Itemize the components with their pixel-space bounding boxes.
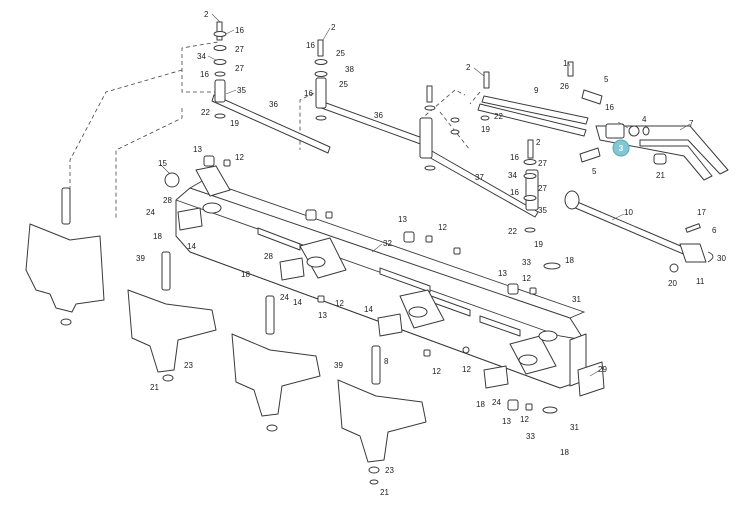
callout-label: 28 [264, 252, 273, 261]
callout-label: 12 [432, 367, 441, 376]
callout-label: 26 [560, 82, 569, 91]
pads [177, 207, 509, 389]
callout-label: 9 [534, 86, 539, 95]
callout-label: 2 [331, 23, 336, 32]
fork-arm [579, 89, 729, 181]
callout-label: 1 [563, 59, 568, 68]
bushings [164, 155, 561, 414]
callout-label: 33 [522, 258, 531, 267]
callout-label: 4 [642, 115, 647, 124]
callout-label: 12 [522, 274, 531, 283]
callout-label: 30 [717, 254, 726, 263]
callout-label: 16 [306, 41, 315, 50]
callout-label: 21 [380, 488, 389, 497]
callout-label: 13 [318, 311, 327, 320]
callout-label: 18 [565, 256, 574, 265]
callout-label: 19 [230, 119, 239, 128]
callout-label: 2 [466, 63, 471, 72]
callout-label: 12 [235, 153, 244, 162]
callout-label: 28 [163, 196, 172, 205]
callout-label: 23 [385, 466, 394, 475]
callout-label: 11 [696, 277, 705, 286]
callout-label: 34 [508, 171, 517, 180]
callout-label: 20 [668, 279, 677, 288]
callout-label: 13 [502, 417, 511, 426]
callout-label: 18 [241, 270, 250, 279]
callout-label: 34 [197, 52, 206, 61]
callout-label: 25 [339, 80, 348, 89]
callout-label: 2 [536, 138, 541, 147]
callout-label: 19 [481, 125, 490, 134]
callout-label: 17 [697, 208, 706, 217]
callout-label: 36 [269, 100, 278, 109]
callout-label: 15 [158, 159, 167, 168]
callout-label: 14 [364, 305, 373, 314]
callout-label: 22 [494, 112, 503, 121]
callout-label: 33 [526, 432, 535, 441]
highlighted-part-3[interactable]: 3 [612, 139, 630, 157]
callout-label: 10 [624, 208, 633, 217]
callout-label: 36 [374, 111, 383, 120]
callout-label: 25 [336, 49, 345, 58]
callout-label: 32 [383, 239, 392, 248]
callout-label: 39 [334, 361, 343, 370]
callout-label: 27 [538, 184, 547, 193]
callout-label: 31 [570, 423, 579, 432]
callout-label: 2 [204, 10, 209, 19]
callout-label: 24 [280, 293, 289, 302]
callout-label: 38 [345, 65, 354, 74]
highlight-marker[interactable] [612, 139, 630, 157]
callout-label: 13 [498, 269, 507, 278]
callout-label: 27 [235, 45, 244, 54]
callout-label: 5 [592, 167, 597, 176]
callout-label: 5 [604, 75, 609, 84]
callout-label: 12 [462, 365, 471, 374]
callout-label: 27 [538, 159, 547, 168]
callout-label: 13 [193, 145, 202, 154]
callout-label: 18 [476, 400, 485, 409]
callout-label: 14 [187, 242, 196, 251]
callout-label: 16 [200, 70, 209, 79]
callout-label: 18 [153, 232, 162, 241]
callout-label: 35 [237, 86, 246, 95]
callout-label: 13 [398, 215, 407, 224]
shaft [564, 190, 714, 273]
callout-label: 6 [712, 226, 717, 235]
wheel-brackets [25, 187, 427, 485]
dashed-connectors [69, 41, 481, 218]
main-frame [175, 165, 605, 397]
callout-label: 24 [146, 208, 155, 217]
callout-label: 16 [304, 89, 313, 98]
callout-label: 23 [184, 361, 193, 370]
callout-label: 14 [293, 298, 302, 307]
callout-label: 8 [384, 357, 389, 366]
callout-label: 16 [510, 188, 519, 197]
callout-label: 12 [520, 415, 529, 424]
callout-label: 19 [534, 240, 543, 249]
callout-label: 16 [605, 103, 614, 112]
callout-label: 7 [689, 119, 694, 128]
callout-label: 29 [598, 365, 607, 374]
callout-label: 21 [150, 383, 159, 392]
callout-label: 24 [492, 398, 501, 407]
callout-label: 16 [235, 26, 244, 35]
callout-label: 12 [438, 223, 447, 232]
callout-label: 21 [656, 171, 665, 180]
callout-label: 27 [235, 64, 244, 73]
leader-lines [159, 13, 691, 377]
callout-label: 39 [136, 254, 145, 263]
callout-label: 22 [508, 227, 517, 236]
callout-label: 35 [538, 206, 547, 215]
callout-label: 31 [572, 295, 581, 304]
callout-labels: 2 16 34 27 16 27 35 22 19 2 16 25 38 25 … [136, 10, 726, 497]
callout-label: 18 [560, 448, 569, 457]
upper-linkage [211, 21, 589, 233]
highlight-label: 3 [619, 144, 624, 153]
callout-label: 12 [335, 299, 344, 308]
callout-label: 37 [475, 173, 484, 182]
callout-label: 16 [510, 153, 519, 162]
callout-label: 22 [201, 108, 210, 117]
